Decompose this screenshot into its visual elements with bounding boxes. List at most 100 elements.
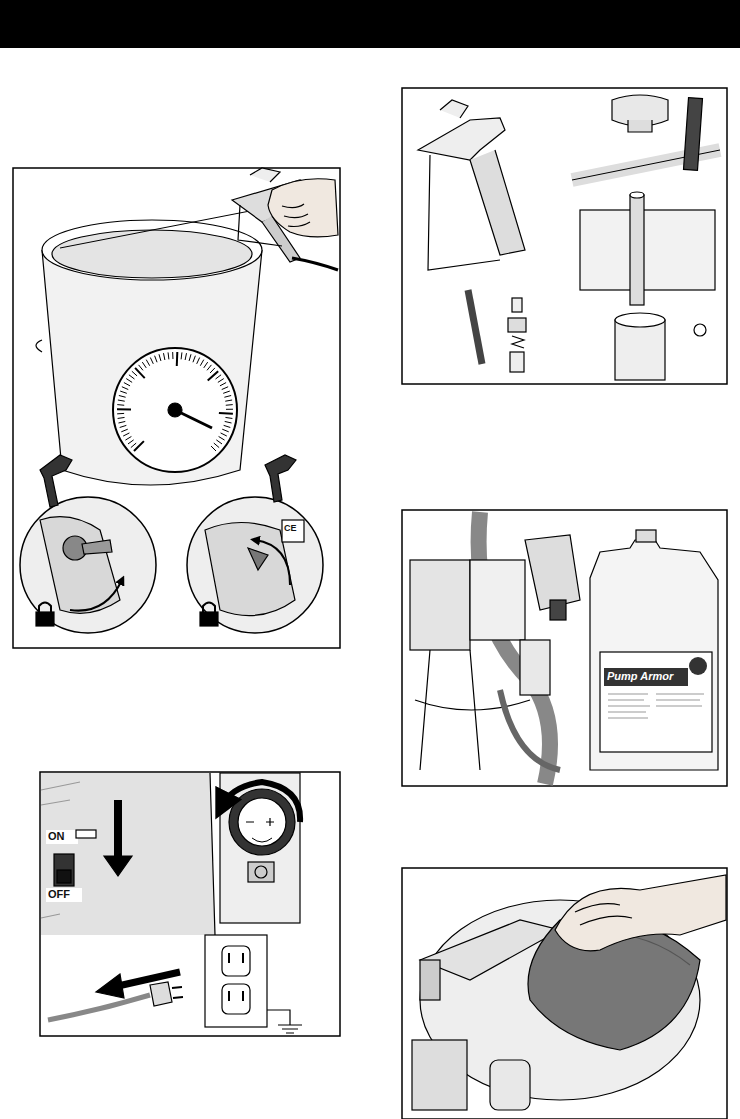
flush-gun-panel [120, 425, 127, 427]
flush-gun-panel [221, 433, 227, 436]
flush-gun-panel [155, 356, 157, 363]
power-off-panel [40, 772, 340, 1036]
power-off-panel [172, 987, 183, 998]
power-off-panel [76, 830, 96, 838]
flush-gun-panel [224, 425, 231, 427]
flush-gun-panel [163, 353, 164, 360]
flush-gun-panel [168, 403, 182, 417]
flush-gun-panel [265, 455, 296, 502]
filter-clean-panel [630, 192, 644, 198]
pump-armor-panel [600, 652, 712, 752]
pump-armor-panel [470, 560, 525, 640]
flush-gun-panel [216, 375, 222, 379]
flush-gun-panel [189, 354, 191, 361]
flush-gun-panel [132, 371, 137, 376]
flush-gun-panel [42, 220, 262, 280]
power-off-panel [252, 838, 272, 842]
power-off-panel [222, 984, 250, 1014]
product-label: Pump Armor [607, 671, 673, 682]
flush-gun-panel [40, 455, 72, 507]
power-off-panel [114, 800, 122, 858]
filter-clean-panel [468, 290, 482, 364]
flush-gun-panel [181, 352, 183, 359]
filter-clean-panel [512, 298, 522, 312]
power-off-panel [229, 789, 295, 855]
flush-gun-panel [222, 429, 228, 432]
flush-gun-panel [204, 362, 208, 368]
flush-gun-panel [60, 210, 255, 248]
pump-armor-panel [604, 668, 688, 686]
flush-gun-panel [13, 168, 340, 648]
filter-clean-panel [402, 88, 727, 384]
filter-clean-panel [470, 150, 525, 255]
flush-gun-panel [118, 417, 125, 418]
wipe-down-panel [402, 868, 727, 1119]
power-off-panel [210, 773, 215, 935]
flush-gun-panel [118, 400, 125, 401]
power-off-panel [229, 953, 243, 1001]
power-off-panel [238, 798, 286, 846]
switch-label: OFF [48, 889, 70, 900]
flush-gun-panel [70, 580, 122, 611]
flush-gun-panel [225, 417, 232, 418]
flush-gun-panel [117, 413, 124, 414]
flush-gun-panel [117, 404, 124, 406]
filter-clean-panel [694, 324, 706, 336]
flush-gun-panel [36, 340, 42, 352]
flush-gun-panel [129, 375, 135, 379]
switch-label: ON [48, 831, 65, 842]
wipe-down-panel [402, 868, 727, 1119]
pump-armor-panel [590, 540, 718, 770]
pump-armor-panel [402, 510, 727, 786]
flush-gun-panel [128, 440, 134, 444]
flush-gun-panel [36, 612, 54, 626]
flush-gun-panel [131, 443, 136, 448]
flush-gun-panel [185, 353, 186, 360]
flush-gun-panel [200, 612, 218, 626]
filter-clean-panel [684, 98, 703, 171]
flush-gun-panel [120, 391, 127, 393]
flush-gun-panel [134, 441, 144, 451]
flush-gun-panel [123, 433, 129, 436]
flush-gun-panel [216, 440, 222, 444]
wipe-down-panel [555, 875, 726, 951]
pump-armor-panel [636, 530, 656, 542]
pump-armor-panel [500, 690, 560, 770]
power-off-panel [46, 888, 82, 902]
power-off-panel [150, 982, 172, 1006]
flush-gun-panel [135, 368, 145, 378]
power-off-panel [255, 866, 267, 878]
filter-clean-panel [440, 100, 468, 118]
flush-gun-panel [203, 603, 215, 613]
mark-label: CE [284, 524, 297, 533]
flush-gun-panel [219, 412, 233, 415]
power-off-panel [54, 854, 74, 886]
flush-gun-panel [211, 446, 216, 451]
flush-gun-panel [223, 391, 230, 393]
pump-armor-panel [410, 560, 470, 650]
wipe-down-panel [575, 904, 632, 925]
pump-armor-panel [520, 640, 550, 695]
flush-gun-panel [282, 520, 304, 542]
power-off-panel [41, 773, 215, 935]
wipe-down-panel [490, 1060, 530, 1110]
flush-gun-panel [200, 360, 203, 366]
flush-gun-panel [255, 540, 290, 585]
filter-clean-panel [615, 313, 665, 327]
flush-gun-panel [197, 358, 200, 364]
flush-gun-panel [13, 168, 340, 648]
flush-gun-panel [193, 356, 195, 363]
flush-gun-panel [42, 250, 262, 485]
flush-gun-panel [292, 258, 338, 270]
pump-armor-panel [689, 657, 707, 675]
flush-gun-panel [225, 400, 232, 401]
filter-clean-panel [402, 88, 727, 384]
flush-gun-panel [218, 379, 224, 383]
header-bar [0, 0, 740, 48]
flush-gun-panel [220, 383, 226, 386]
flush-gun-panel [226, 404, 233, 406]
power-off-panel [104, 856, 132, 876]
power-off-panel [205, 935, 267, 1027]
flush-gun-panel [207, 365, 211, 370]
flush-gun-panel [126, 379, 132, 383]
